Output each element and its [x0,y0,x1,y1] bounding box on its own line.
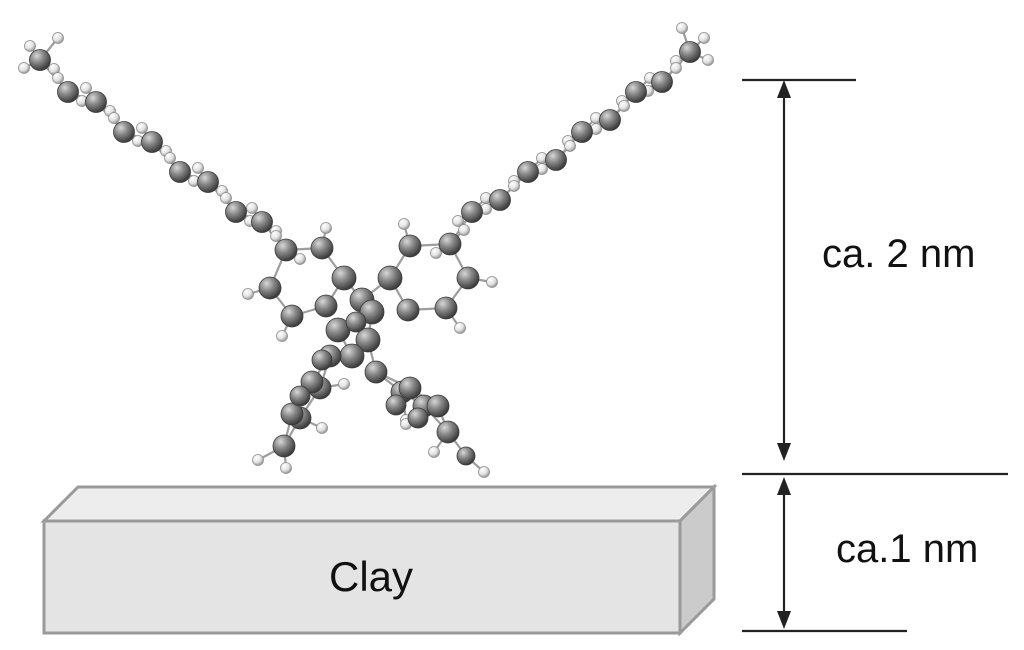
hydrogen-atom [242,288,254,300]
carbon-atom [331,265,357,291]
clay-front-face [42,519,682,635]
carbon-atom [436,420,460,444]
hydrogen-atom [192,162,204,174]
dimension-annotations [742,78,1008,633]
hydrogen-atom [18,62,30,74]
hydrogen-atom [698,32,710,44]
carbon-atom [396,298,420,322]
hydrogen-atom [220,192,232,204]
hydrogen-atom [670,62,682,74]
hydrogen-atom [564,140,576,152]
carbon-atom [169,161,191,183]
carbon-atom [274,238,298,262]
carbon-atom [355,327,381,353]
carbon-atom [141,131,163,153]
hydrogen-atom [338,378,350,390]
carbon-atom [289,385,311,407]
clay-top-face [40,485,718,523]
carbon-atom [225,201,247,223]
arrowhead-up-bottom [777,477,791,495]
carbon-atom [407,407,429,429]
hydrogen-atom [676,22,688,34]
carbon-atom [364,360,388,384]
hydrogen-atom [252,454,264,466]
hydrogen-atom [246,202,258,214]
hydrogen-atom [508,180,520,192]
carbon-atom [651,71,673,93]
hydrogen-atom [294,253,306,265]
carbon-atom [517,161,539,183]
carbon-atom [461,201,483,223]
carbon-atom [359,299,385,325]
hydrogen-atom [430,247,442,259]
carbon-atom [272,434,296,458]
arrowhead-up-top [777,80,791,98]
clay-height-label: ca.1 nm [836,527,978,571]
carbon-atom [113,121,135,143]
carbon-atom [456,266,480,290]
carbon-atom [398,234,422,258]
carbon-atom [385,394,407,416]
hydrogen-atom [320,222,332,234]
hydrogen-atom [52,32,64,44]
carbon-atom [398,376,422,400]
molecule-bonds [23,27,709,473]
hydrogen-atom [136,122,148,134]
carbon-atom [426,394,450,418]
carbon-atom [300,370,324,394]
molecule-hydrogen-atoms [18,22,714,478]
hydrogen-atom [452,215,464,227]
molecule-height-label: ca. 2 nm [822,232,975,276]
carbon-atom [251,211,273,233]
carbon-atom [258,276,282,300]
hydrogen-atom [276,330,288,342]
carbon-atom [197,171,219,193]
carbon-atom [456,446,476,466]
carbon-atom [280,402,304,426]
hydrogen-atom [270,230,282,242]
hydrogen-atom [478,466,490,478]
carbon-atom [29,49,51,71]
carbon-atom [311,349,333,371]
hydrogen-atom [52,72,64,84]
carbon-atom [545,149,567,171]
hydrogen-atom [454,322,466,334]
arrowhead-down-top [777,443,791,461]
hydrogen-atom [398,218,410,230]
carbon-atom [434,296,458,320]
molecule-carbon-atoms [29,41,701,466]
hydrogen-atom [486,276,498,288]
carbon-atom [314,294,338,318]
adsorbed-molecule [18,22,714,478]
carbon-atom [571,121,593,143]
clay-slab: Clay [40,483,718,637]
arrowhead-down-bottom [777,611,791,629]
hydrogen-atom [164,152,176,164]
carbon-atom [599,109,621,131]
hydrogen-atom [280,462,292,474]
hydrogen-atom [108,112,120,124]
hydrogen-atom [316,422,328,434]
carbon-atom [339,343,365,369]
hydrogen-atom [80,82,92,94]
carbon-atom [489,189,511,211]
hydrogen-atom [458,224,470,236]
carbon-atom [438,232,462,256]
hydrogen-atom [428,446,440,458]
carbon-atom [679,41,701,63]
carbon-atom [625,81,647,103]
clay-label: Clay [329,553,413,600]
carbon-atom [345,311,367,333]
carbon-atom [310,236,334,260]
carbon-atom [57,81,79,103]
carbon-atom [280,304,304,328]
carbon-atom [85,91,107,113]
hydrogen-atom [618,100,630,112]
carbon-atom [377,265,403,291]
hydrogen-atom [702,54,714,66]
hydrogen-atom [24,40,36,52]
